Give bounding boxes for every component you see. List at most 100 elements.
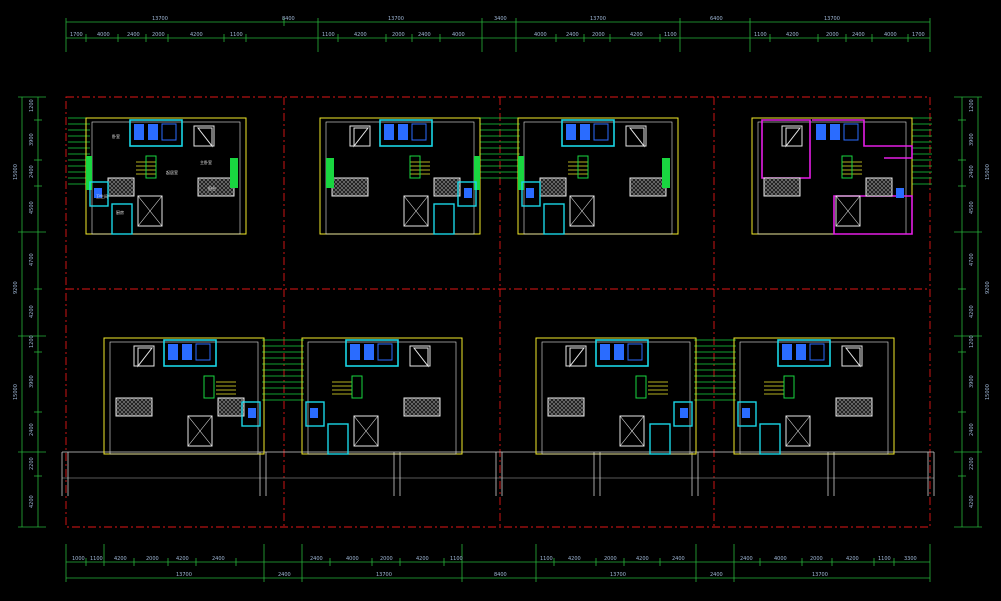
- dim-bottom-b5: 1100: [450, 556, 463, 562]
- dim-top-overall-1: 13700: [152, 16, 168, 22]
- dim-bottom-a4: 2000: [146, 556, 159, 562]
- dim-left-5: 4700: [29, 253, 35, 266]
- dim-left-2: 3900: [29, 133, 35, 146]
- unit-plan-bottom-4[interactable]: [733, 337, 895, 455]
- dim-bottom-c2: 4200: [568, 556, 581, 562]
- dim-right-8: 3900: [969, 375, 975, 388]
- dim-top-a1: 1700: [70, 32, 83, 38]
- dim-right-11: 4200: [969, 495, 975, 508]
- dim-right-overall-3: 15000: [985, 384, 991, 400]
- dim-top-c2: 2400: [566, 32, 579, 38]
- dim-top-c5: 1100: [664, 32, 677, 38]
- dim-top-overall-4: 3400: [494, 16, 507, 22]
- dim-left-1: 1200: [29, 99, 35, 112]
- dim-bottom-c4: 4200: [636, 556, 649, 562]
- dim-left-8: 3900: [29, 375, 35, 388]
- dim-top-b4: 2400: [418, 32, 431, 38]
- bottom-dimension-text: 1000 1100 4200 2000 4200 2400 2400 4000 …: [72, 556, 917, 578]
- dim-top-a3: 2400: [127, 32, 140, 38]
- dim-bottom-overall-1: 13700: [176, 572, 192, 578]
- paving-band-bottom-right: [694, 339, 736, 401]
- dim-top-overall-7: 13700: [824, 16, 840, 22]
- site-road-strip: [61, 451, 935, 496]
- unit-plan-bottom-2[interactable]: [301, 337, 463, 455]
- dim-bottom-c5: 2400: [672, 556, 685, 562]
- dim-right-4: 4500: [969, 201, 975, 214]
- left-dimension-text: 1200 3900 2400 4500 4700 4200 1200 3900 …: [13, 99, 35, 508]
- dim-bottom-overall-3: 13700: [376, 572, 392, 578]
- axis-grid: [65, 96, 931, 528]
- dim-top-c1: 4000: [534, 32, 547, 38]
- dim-left-10: 2200: [29, 457, 35, 470]
- dim-left-6: 4200: [29, 305, 35, 318]
- dim-right-1: 1200: [969, 99, 975, 112]
- dim-bottom-overall-5: 13700: [610, 572, 626, 578]
- dim-top-b2: 4200: [354, 32, 367, 38]
- dim-top-c3: 2000: [592, 32, 605, 38]
- dim-right-overall-2: 9200: [985, 281, 991, 294]
- left-dimension-chain: [18, 96, 46, 528]
- top-dimension-text: 13700 8400 13700 3400 13700 6400 13700 1…: [70, 16, 925, 38]
- dim-right-9: 2400: [969, 423, 975, 436]
- dim-bottom-a2: 1100: [90, 556, 103, 562]
- unit-plan-bottom-3[interactable]: [535, 337, 697, 455]
- dim-top-overall-3: 13700: [388, 16, 404, 22]
- dim-right-5: 4700: [969, 253, 975, 266]
- paving-band-bottom-left: [262, 339, 304, 401]
- unit-plan-top-2[interactable]: [319, 117, 481, 235]
- dim-bottom-overall-7: 13700: [812, 572, 828, 578]
- dim-right-6: 4200: [969, 305, 975, 318]
- dim-top-d4: 2400: [852, 32, 865, 38]
- dim-top-b5: 4000: [452, 32, 465, 38]
- dim-left-9: 2400: [29, 423, 35, 436]
- unit-plan-top-1[interactable]: 卧室 主卧室 起居室 阳台 卫生间 厨房: [85, 117, 247, 235]
- room-label-living: 起居室: [166, 169, 178, 175]
- dim-top-a5: 4200: [190, 32, 203, 38]
- room-label-master: 主卧室: [200, 159, 212, 165]
- dim-top-a2: 4000: [97, 32, 110, 38]
- dim-left-overall-2: 9200: [13, 281, 19, 294]
- dim-top-overall-6: 6400: [710, 16, 723, 22]
- dim-bottom-overall-6: 2400: [710, 572, 723, 578]
- dim-bottom-d2: 4000: [774, 556, 787, 562]
- right-dimension-text: 1200 3900 2400 4500 4700 4200 1200 3900 …: [969, 99, 991, 508]
- dim-right-10: 2200: [969, 457, 975, 470]
- dim-bottom-d6: 3300: [904, 556, 917, 562]
- dim-bottom-a3: 4200: [114, 556, 127, 562]
- dim-bottom-a5: 4200: [176, 556, 189, 562]
- top-dimension-chain: [65, 18, 931, 52]
- paving-band-top-right: [912, 117, 932, 185]
- dim-right-overall-1: 15000: [985, 164, 991, 180]
- dim-bottom-overall-2: 2400: [278, 572, 291, 578]
- room-label-kitchen: 厨房: [116, 209, 124, 215]
- unit-plan-top-4-selected[interactable]: [751, 117, 913, 235]
- dim-bottom-c3: 2000: [604, 556, 617, 562]
- dim-bottom-b4: 4200: [416, 556, 429, 562]
- paving-band-top-center: [480, 117, 520, 179]
- room-label-bedroom: 卧室: [112, 133, 120, 139]
- dim-right-2: 3900: [969, 133, 975, 146]
- room-label-balcony: 阳台: [208, 185, 216, 191]
- dim-bottom-overall-4: 8400: [494, 572, 507, 578]
- dim-left-overall-3: 15000: [13, 384, 19, 400]
- room-label-bath: 卫生间: [96, 193, 108, 199]
- dim-top-d1: 1100: [754, 32, 767, 38]
- dim-top-a4: 2000: [152, 32, 165, 38]
- dim-bottom-a6: 2400: [212, 556, 225, 562]
- dim-left-4: 4500: [29, 201, 35, 214]
- dim-left-overall-1: 15000: [13, 164, 19, 180]
- right-dimension-chain: [954, 96, 982, 528]
- dim-top-d5: 4000: [884, 32, 897, 38]
- dim-top-c4: 4200: [630, 32, 643, 38]
- dim-top-overall-5: 13700: [590, 16, 606, 22]
- dim-bottom-d4: 4200: [846, 556, 859, 562]
- unit-plan-bottom-1[interactable]: [103, 337, 265, 455]
- dim-bottom-a1: 1000: [72, 556, 85, 562]
- unit-plan-top-3[interactable]: [517, 117, 679, 235]
- dim-top-d2: 4200: [786, 32, 799, 38]
- dim-bottom-b1: 2400: [310, 556, 323, 562]
- dim-top-overall-2: 8400: [282, 16, 295, 22]
- bottom-dimension-chain: [65, 544, 931, 582]
- dim-right-3: 2400: [969, 165, 975, 178]
